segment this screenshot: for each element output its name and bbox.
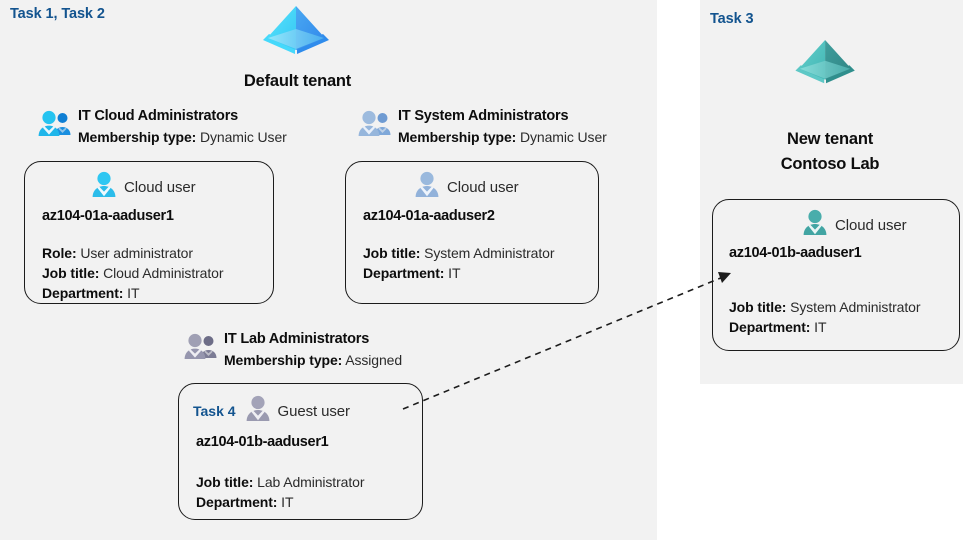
property-row: Department: IT — [196, 492, 364, 512]
membership-label: Membership type: — [398, 129, 517, 145]
property-label: Department: — [729, 319, 811, 335]
card-properties: Role: User administrator Job title: Clou… — [42, 243, 224, 303]
task-label-4: Task 4 — [193, 403, 236, 419]
task-label-3: Task 3 — [710, 11, 754, 27]
new-tenant-title: New tenant Contoso Lab — [730, 127, 930, 177]
property-value: System Administrator — [424, 245, 555, 261]
group-membership: Membership type: Assigned — [224, 350, 402, 371]
property-row: Role: User administrator — [42, 243, 223, 263]
card-header: Cloud user — [802, 209, 907, 241]
user-card-guest-aaduser1[interactable]: Task 4 Guest user az104-01b-aaduser1 Job… — [178, 383, 423, 520]
group-users-icon — [38, 110, 72, 143]
cloud-user-icon — [414, 171, 440, 203]
property-label: Role: — [42, 245, 77, 261]
membership-label: Membership type: — [224, 352, 343, 368]
property-value: IT — [281, 494, 294, 510]
cloud-user-icon — [91, 171, 117, 203]
group-name: IT System Administrators — [398, 108, 569, 124]
property-label: Job title: — [729, 299, 787, 315]
property-value: System Administrator — [790, 299, 921, 315]
group-users-icon — [184, 333, 218, 366]
group-name: IT Lab Administrators — [224, 331, 370, 347]
card-upn: az104-01b-aaduser1 — [729, 245, 862, 261]
new-tenant-title-line1: New tenant — [786, 130, 873, 148]
user-card-tenantb-aaduser1[interactable]: Cloud user az104-01b-aaduser1 Job title:… — [712, 199, 960, 351]
property-label: Job title: — [363, 245, 421, 261]
card-properties: Job title: Lab Administrator Department:… — [196, 472, 364, 512]
property-label: Department: — [363, 265, 445, 281]
guest-user-icon — [245, 395, 271, 427]
default-tenant-title: Default tenant — [243, 72, 352, 90]
cloud-user-icon — [802, 209, 828, 241]
property-row: Job title: Cloud Administrator — [42, 263, 224, 283]
group-membership: Membership type: Dynamic User — [78, 127, 287, 148]
card-properties: Job title: System Administrator Departme… — [363, 243, 555, 283]
group-membership: Membership type: Dynamic User — [398, 127, 607, 148]
group-it-system-administrators-text: IT System Administrators Membership type… — [398, 106, 607, 148]
property-value: Cloud Administrator — [103, 265, 224, 281]
card-header: Task 4 Guest user — [193, 395, 350, 427]
card-header: Cloud user — [414, 171, 519, 203]
property-row: Department: IT — [729, 317, 920, 337]
group-users-icon — [358, 110, 392, 143]
azure-ad-tenant-icon-new — [790, 35, 862, 104]
property-row: Job title: System Administrator — [729, 297, 921, 317]
user-card-aaduser1[interactable]: Cloud user az104-01a-aaduser1 Role: User… — [24, 161, 274, 304]
property-row: Job title: Lab Administrator — [196, 472, 364, 492]
membership-label: Membership type: — [78, 129, 197, 145]
task-label-1-2: Task 1, Task 2 — [10, 6, 105, 22]
azure-ad-tenant-icon-default — [257, 2, 337, 75]
property-row: Department: IT — [42, 283, 223, 303]
property-label: Job title: — [42, 265, 100, 281]
card-properties: Job title: System Administrator Departme… — [729, 297, 921, 337]
card-type-label: Cloud user — [447, 178, 519, 196]
card-type-label: Cloud user — [835, 216, 907, 234]
group-it-cloud-administrators-text: IT Cloud Administrators Membership type:… — [78, 106, 287, 148]
property-value: IT — [814, 319, 827, 335]
group-it-lab-administrators-text: IT Lab Administrators Membership type: A… — [224, 329, 402, 371]
property-label: Department: — [196, 494, 278, 510]
property-value: IT — [127, 285, 140, 301]
property-value: User administrator — [80, 245, 193, 261]
membership-value: Assigned — [345, 352, 403, 368]
user-card-aaduser2[interactable]: Cloud user az104-01a-aaduser2 Job title:… — [345, 161, 599, 304]
property-row: Department: IT — [363, 263, 554, 283]
property-value: IT — [448, 265, 461, 281]
group-name: IT Cloud Administrators — [78, 108, 239, 124]
property-label: Department: — [42, 285, 124, 301]
card-header: Cloud user — [91, 171, 196, 203]
property-row: Job title: System Administrator — [363, 243, 555, 263]
card-upn: az104-01a-aaduser1 — [42, 208, 174, 224]
new-tenant-title-line2: Contoso Lab — [780, 155, 880, 173]
property-value: Lab Administrator — [257, 474, 365, 490]
card-type-label: Guest user — [277, 402, 350, 420]
membership-value: Dynamic User — [520, 129, 607, 145]
card-upn: az104-01a-aaduser2 — [363, 208, 495, 224]
card-type-label: Cloud user — [124, 178, 196, 196]
card-upn: az104-01b-aaduser1 — [196, 434, 329, 450]
property-label: Job title: — [196, 474, 254, 490]
membership-value: Dynamic User — [200, 129, 287, 145]
